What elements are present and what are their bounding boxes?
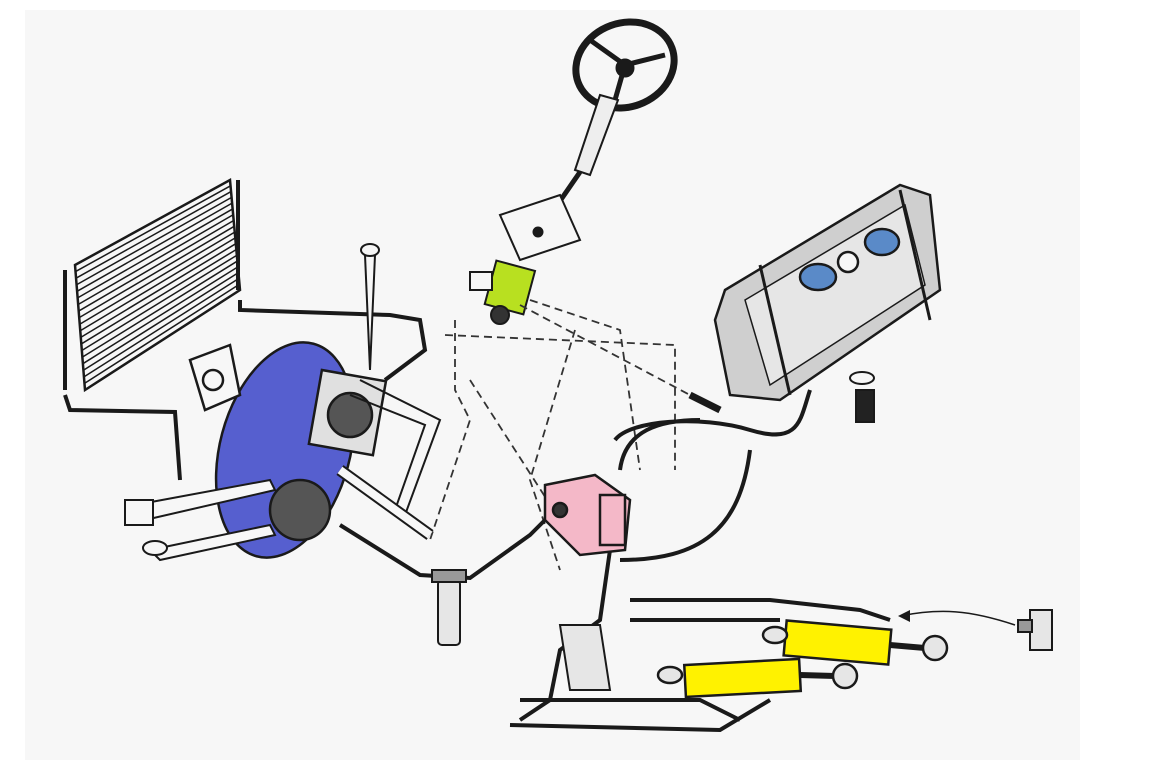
cooler-fin — [76, 202, 233, 292]
arrow-head — [898, 610, 910, 622]
cooler-fin — [79, 231, 236, 325]
return-pipe — [124, 243, 442, 562]
cooler-fin — [84, 289, 241, 391]
cooler-fin — [77, 214, 234, 306]
cooler-fin — [78, 225, 235, 319]
tank-filler-cap — [836, 250, 860, 274]
cooler-fin — [74, 179, 231, 266]
cooler-fin — [83, 271, 239, 371]
hydraulic-hoses — [63, 300, 891, 733]
cooler-fin — [81, 254, 238, 352]
cooler-fin — [75, 190, 232, 279]
engine-pump — [188, 341, 388, 559]
control-lines — [429, 299, 691, 571]
fitting — [1017, 609, 1053, 651]
fresh-oil-arrow — [899, 610, 1016, 626]
cooler-fin — [75, 185, 231, 273]
cooler-fin — [82, 266, 239, 365]
cooler-fin — [84, 283, 240, 385]
tank-filter-element — [849, 371, 875, 423]
cooler-fin — [76, 196, 232, 286]
steering-cylinder-upper — [761, 619, 949, 666]
tank-window-left — [798, 262, 838, 292]
cooler-fin — [78, 219, 235, 312]
oil-filter — [431, 569, 467, 646]
tank-window-right — [863, 227, 901, 257]
cooler-fin — [80, 243, 237, 339]
steering-column — [498, 93, 620, 262]
cooler-fin — [81, 260, 238, 358]
hydraulic-pump — [543, 473, 632, 557]
cooler-fin — [77, 208, 234, 299]
cooler-fin — [80, 248, 237, 345]
cooler-fin — [79, 237, 236, 332]
steering-wheel — [572, 18, 678, 112]
steering-cylinder-lower — [656, 657, 859, 699]
oil-tank — [713, 183, 942, 402]
steering-valve — [469, 259, 537, 325]
oil-cooler — [63, 177, 242, 393]
distribution-block — [558, 624, 612, 691]
cooler-fin — [83, 277, 240, 378]
